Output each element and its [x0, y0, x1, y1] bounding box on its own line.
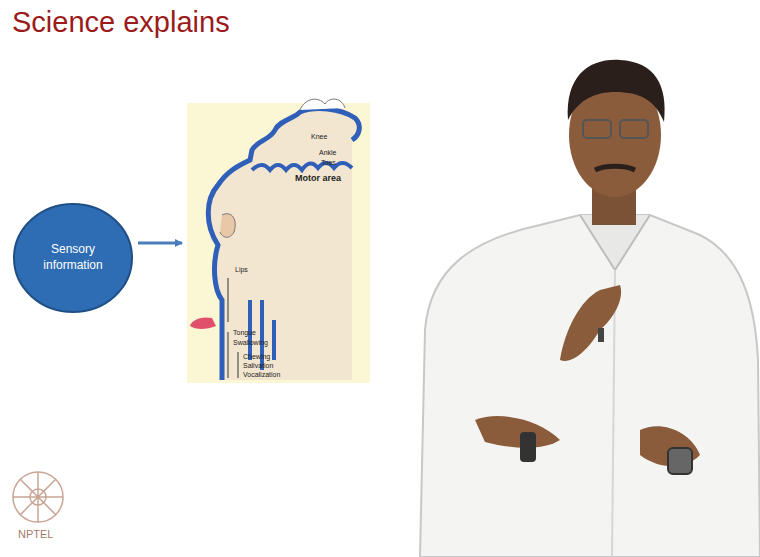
presenter-figure: [420, 60, 760, 557]
watermark-label: NPTEL: [18, 528, 53, 540]
body-part-label: Tongue: [233, 329, 256, 336]
body-part-label: Vocalization: [243, 371, 280, 378]
region-label: Motor area: [295, 173, 341, 183]
body-part-label: Chewing: [243, 353, 270, 360]
motor-homunculus: [187, 99, 370, 383]
body-part-label: Salivation: [243, 362, 273, 369]
slide-title: Science explains: [12, 6, 230, 39]
nptel-logo: [13, 472, 63, 522]
body-part-label: Lips: [235, 266, 248, 273]
arrow-connector: [138, 242, 182, 245]
input-ellipse: Sensory information: [12, 202, 134, 314]
homunculus-panel: Motor area KneeAnkleToesLipsTongueSwallow…: [187, 103, 370, 383]
body-part-label: Swallowing: [233, 339, 268, 346]
body-part-label: Ankle: [319, 149, 337, 156]
body-part-label: Knee: [311, 133, 327, 140]
node-text: Sensory information: [33, 242, 113, 273]
body-part-label: Toes: [321, 159, 336, 166]
